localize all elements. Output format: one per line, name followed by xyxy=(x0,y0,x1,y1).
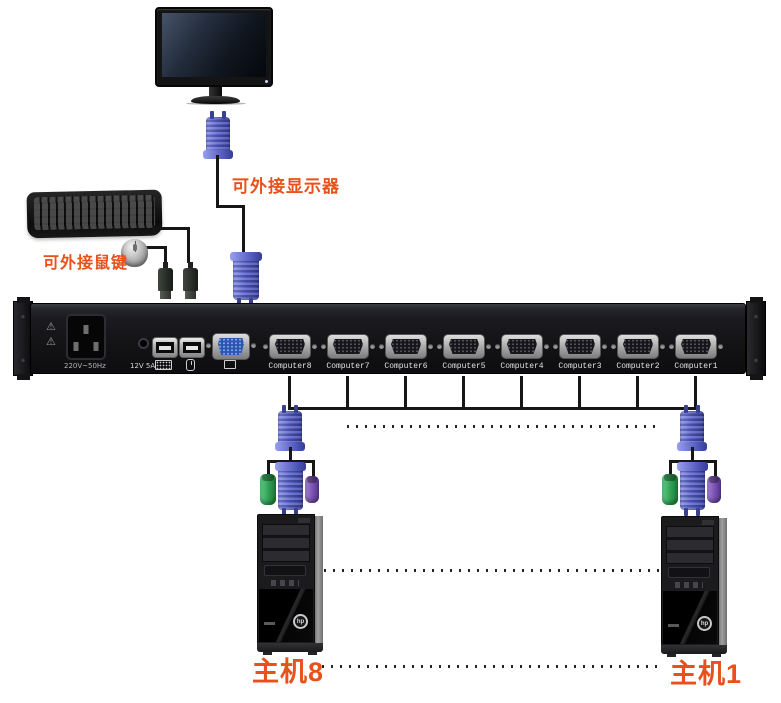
monitor-icon xyxy=(224,360,236,369)
port-label: Computer7 xyxy=(326,362,370,371)
port-label: Computer3 xyxy=(558,362,602,371)
tower-front-panel: hp xyxy=(661,516,719,646)
computer-tower-host1: hp xyxy=(661,516,727,657)
tower-vent xyxy=(702,520,714,525)
tower-base xyxy=(257,643,323,655)
port-drop-line xyxy=(520,376,523,409)
tower-drive-tray xyxy=(668,567,710,578)
ps2-connector-green-right xyxy=(662,474,678,505)
external-mouse-keyboard-label: 可外接鼠键 xyxy=(43,255,129,272)
port-label: Computer5 xyxy=(442,362,486,371)
dc-rating-label: 12V 5A xyxy=(130,362,156,370)
hp-logo: hp xyxy=(697,616,712,631)
monitor-cable-segment xyxy=(242,205,245,257)
keyboard-icon xyxy=(155,360,172,370)
tower-side-panel xyxy=(314,516,323,644)
mouse-cable-segment xyxy=(140,246,167,249)
host1-label: 主机1 xyxy=(670,659,743,689)
kvm-port-computer8: Computer8 xyxy=(263,334,317,371)
host8-label: 主机8 xyxy=(252,657,325,687)
cable-stem-left xyxy=(289,447,292,462)
external-monitor-label: 可外接显示器 xyxy=(232,177,340,196)
monitor-cable-segment xyxy=(216,155,219,207)
continuation-dots xyxy=(347,425,659,428)
bus-line xyxy=(288,407,697,410)
hp-logo: hp xyxy=(293,614,308,629)
port-drop-line xyxy=(694,376,697,409)
monitor-stand-neck xyxy=(209,87,222,98)
warning-icon: ⚠ xyxy=(46,336,56,348)
vga-connector-cable-right xyxy=(677,405,707,451)
ps2-connector-green-left xyxy=(260,474,276,505)
mouse-cable-segment xyxy=(164,246,167,263)
kvm-port-computer3: Computer3 xyxy=(553,334,607,371)
port-drop-line xyxy=(636,376,639,409)
usb-port-mouse xyxy=(179,337,205,358)
port-drop-line xyxy=(578,376,581,409)
port-label: Computer4 xyxy=(500,362,544,371)
vga-connector-cable-left xyxy=(275,405,305,451)
kvm-port-computer2: Computer2 xyxy=(611,334,665,371)
rack-ear-right xyxy=(746,297,766,380)
vga-connector-monitor xyxy=(203,111,233,159)
kvm-port-computer5: Computer5 xyxy=(437,334,491,371)
mouse xyxy=(121,239,148,267)
continuation-dots xyxy=(322,665,662,668)
kvm-port-computer6: Computer6 xyxy=(379,334,433,371)
cable-stem-right xyxy=(691,447,694,462)
continuation-dots xyxy=(324,569,661,572)
ps2-connector-purple-left xyxy=(305,476,319,503)
mouse-icon xyxy=(186,359,195,371)
tower-front-buttons xyxy=(271,580,299,586)
keyboard xyxy=(26,189,163,239)
keyboard-cable-segment xyxy=(150,227,190,230)
kvm-port-computer7: Computer7 xyxy=(321,334,375,371)
tower-model-text xyxy=(264,622,275,625)
port-drop-line xyxy=(462,376,465,409)
keyboard-keys xyxy=(33,194,156,231)
tower-drive-bays xyxy=(262,524,310,562)
monitor-screen xyxy=(162,13,266,77)
ac-power-inlet xyxy=(66,314,106,360)
port-label: Computer2 xyxy=(616,362,660,371)
monitor-cable-segment xyxy=(216,205,245,208)
tower-drive-bays xyxy=(666,526,714,564)
console-vga-port xyxy=(206,333,256,360)
usb-connector-keyboard xyxy=(183,262,198,299)
monitor-power-led xyxy=(265,80,268,83)
power-rating-label: 220V~50Hz xyxy=(64,362,106,370)
tower-side-panel xyxy=(718,518,727,646)
vga-connector-pc-left xyxy=(278,464,303,510)
monitor-shadow xyxy=(186,102,246,105)
monitor xyxy=(155,7,273,87)
tower-drive-tray xyxy=(264,565,306,576)
port-drop-line xyxy=(288,376,291,409)
port-label: Computer1 xyxy=(674,362,718,371)
tower-front-buttons xyxy=(675,582,703,588)
port-drop-line xyxy=(346,376,349,409)
kvm-port-computer4: Computer4 xyxy=(495,334,549,371)
ps2-connector-purple-right xyxy=(707,476,721,503)
port-label: Computer6 xyxy=(384,362,428,371)
vga-connector-console xyxy=(233,254,259,300)
tower-vent xyxy=(298,518,310,523)
port-drop-line xyxy=(404,376,407,409)
tower-model-text xyxy=(668,624,679,627)
vga-connector-pc-right xyxy=(680,464,705,510)
kvm-port-computer1: Computer1 xyxy=(669,334,723,371)
keyboard-cable-segment xyxy=(187,227,190,263)
tower-base xyxy=(661,645,727,657)
monitor-stand-base xyxy=(191,96,240,104)
port-label: Computer8 xyxy=(268,362,312,371)
dc-power-jack xyxy=(138,338,149,349)
usb-port-keyboard xyxy=(152,337,178,358)
usb-connector-mouse xyxy=(158,262,173,299)
warning-icon: ⚠ xyxy=(46,321,56,333)
tower-front-panel: hp xyxy=(257,514,315,644)
computer-tower-host8: hp xyxy=(257,514,323,655)
